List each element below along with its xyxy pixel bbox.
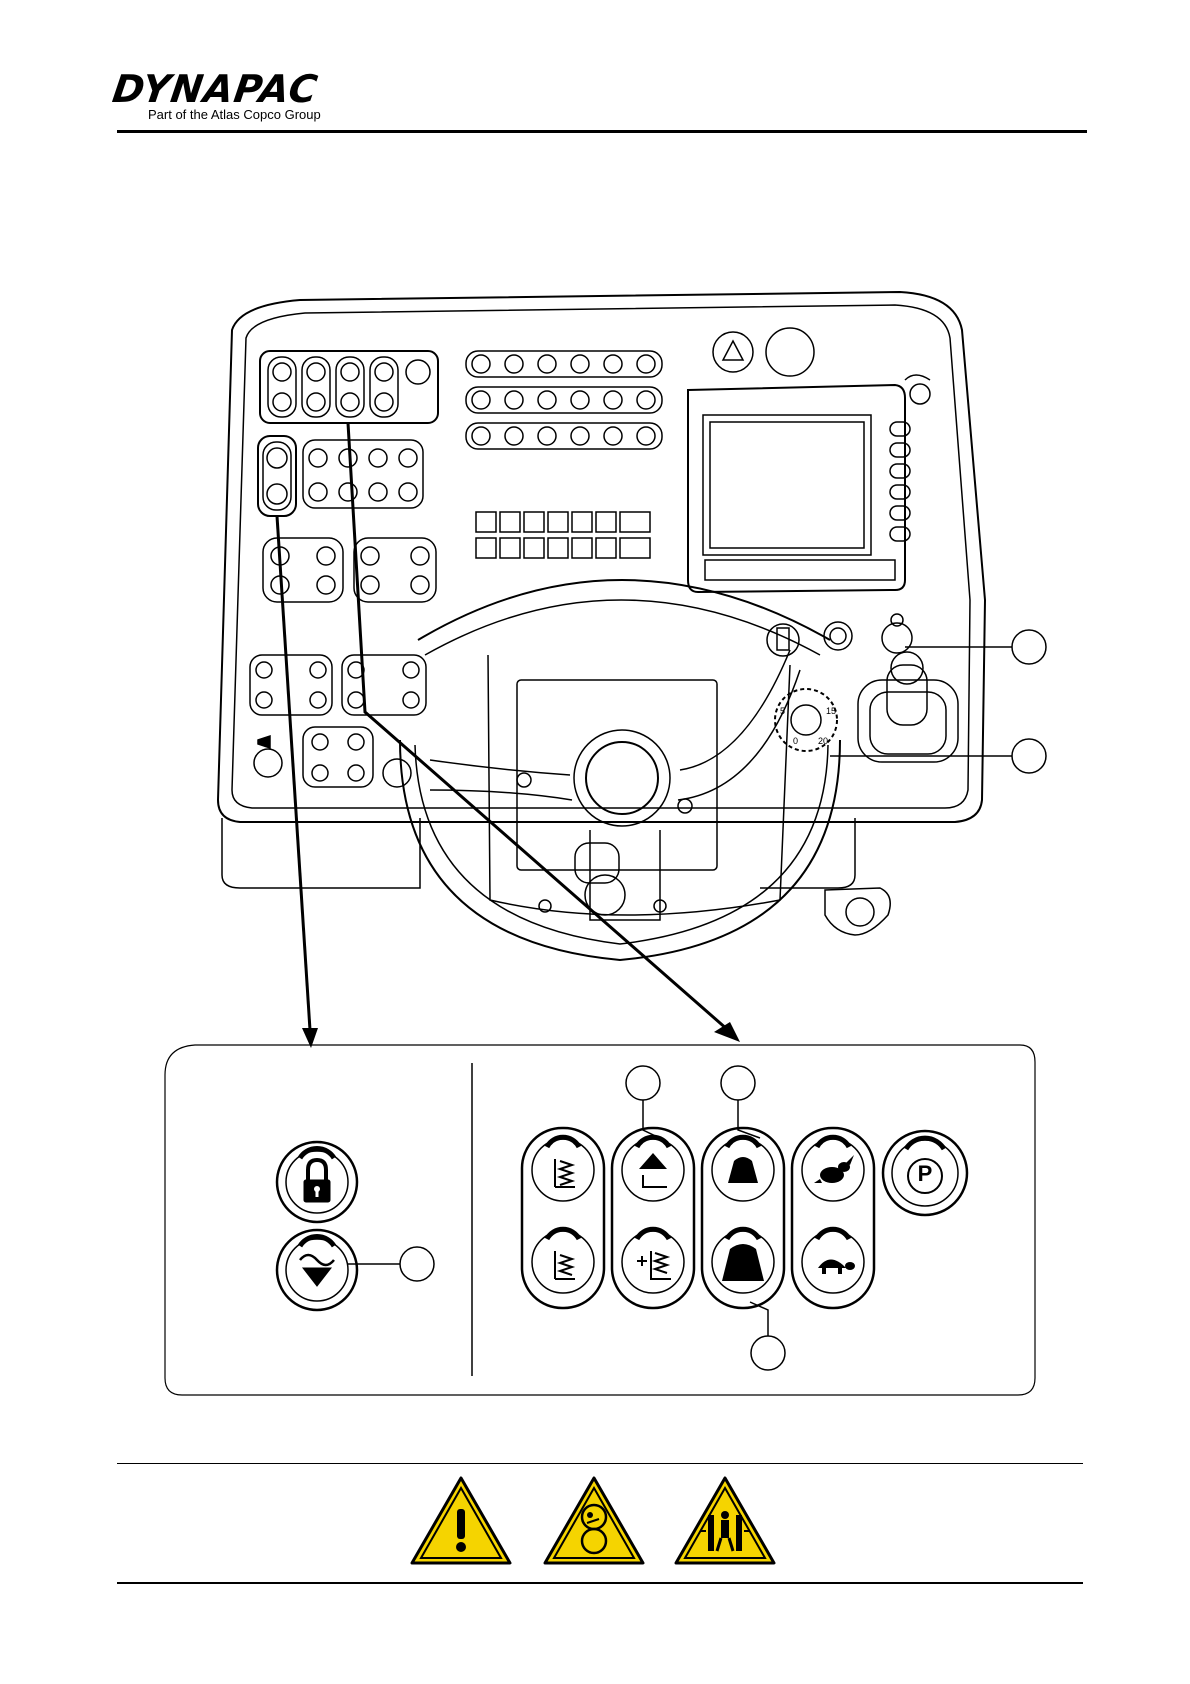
general-warning-icon <box>412 1478 510 1563</box>
warning-signs <box>410 1475 780 1575</box>
crush-body-warning-icon <box>676 1478 774 1563</box>
footer-rule-top <box>117 1463 1083 1464</box>
crush-rollers-warning-icon <box>545 1478 643 1563</box>
footer-rule-bottom <box>117 1582 1083 1584</box>
